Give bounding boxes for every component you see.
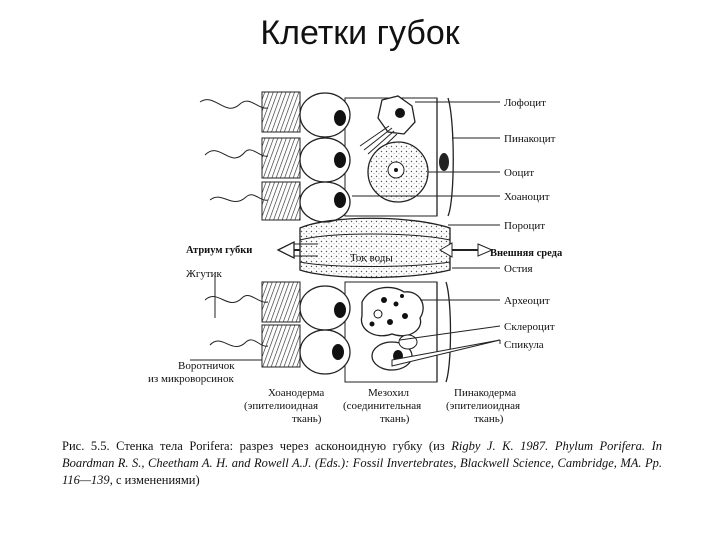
label-sclerocyte: Склероцит bbox=[504, 321, 555, 333]
slide-title: Клетки губок bbox=[260, 14, 460, 52]
label-flagellum: Жгутик bbox=[186, 268, 223, 280]
sponge-wall-diagram: Лофоцит Пинакоцит Ооцит Хоаноцит Пороцит… bbox=[148, 91, 563, 425]
caption-reference: Rigby J. K. 1987. Phylum Porifera. In Bo… bbox=[62, 439, 662, 487]
label-pinacocyte: Пинакоцит bbox=[504, 133, 556, 145]
label-ostium: Остия bbox=[504, 263, 533, 275]
label-collar-line1: Воротничок bbox=[178, 360, 235, 372]
label-choanoderm-line2: (эпителиоидная bbox=[244, 400, 318, 412]
porocyte-channel bbox=[299, 217, 451, 279]
oocyte-cell bbox=[367, 141, 429, 203]
label-pinacoderm-line1: Пинакодерма bbox=[454, 387, 516, 399]
figure-caption: Рис. 5.5. Стенка тела Porifera: разрез ч… bbox=[62, 438, 662, 489]
label-pinacoderm-line3: ткань) bbox=[474, 413, 504, 425]
label-choanocyte: Хоаноцит bbox=[504, 191, 550, 203]
label-lophocyte: Лофоцит bbox=[504, 97, 546, 109]
label-oocyte: Ооцит bbox=[504, 167, 534, 179]
water-flow-arrows bbox=[276, 240, 494, 260]
label-porocyte: Пороцит bbox=[504, 220, 545, 232]
label-spicule: Спикула bbox=[504, 339, 544, 351]
label-mesohyl-line3: ткань) bbox=[380, 413, 410, 425]
label-mesohyl-line2: (соединительная bbox=[343, 400, 421, 412]
label-collar-line2: из микроворсинок bbox=[148, 373, 234, 385]
caption-prefix: Рис. 5.5. Стенка тела Porifera: разрез ч… bbox=[62, 439, 452, 453]
archaeocyte-cell bbox=[360, 286, 424, 337]
label-atrium: Атриум губки bbox=[186, 245, 252, 256]
label-mesohyl-line1: Мезохил bbox=[368, 387, 410, 399]
label-water-flow: Ток воды bbox=[350, 252, 393, 264]
label-external-environment: Внешняя среда bbox=[490, 248, 563, 259]
caption-suffix: , с изменениями) bbox=[109, 473, 200, 487]
label-pinacoderm-line2: (эпителиоидная bbox=[446, 400, 520, 412]
sclerocyte-cell bbox=[371, 334, 501, 371]
lophocyte-cell bbox=[359, 95, 416, 159]
pinacocyte-nucleus bbox=[439, 153, 449, 171]
label-archaeocyte: Археоцит bbox=[504, 295, 550, 307]
leader-lines bbox=[190, 101, 501, 361]
choanocytes-upper bbox=[199, 91, 351, 223]
label-choanoderm-line1: Хоанодерма bbox=[268, 387, 324, 399]
label-choanoderm-line3: ткань) bbox=[292, 413, 322, 425]
